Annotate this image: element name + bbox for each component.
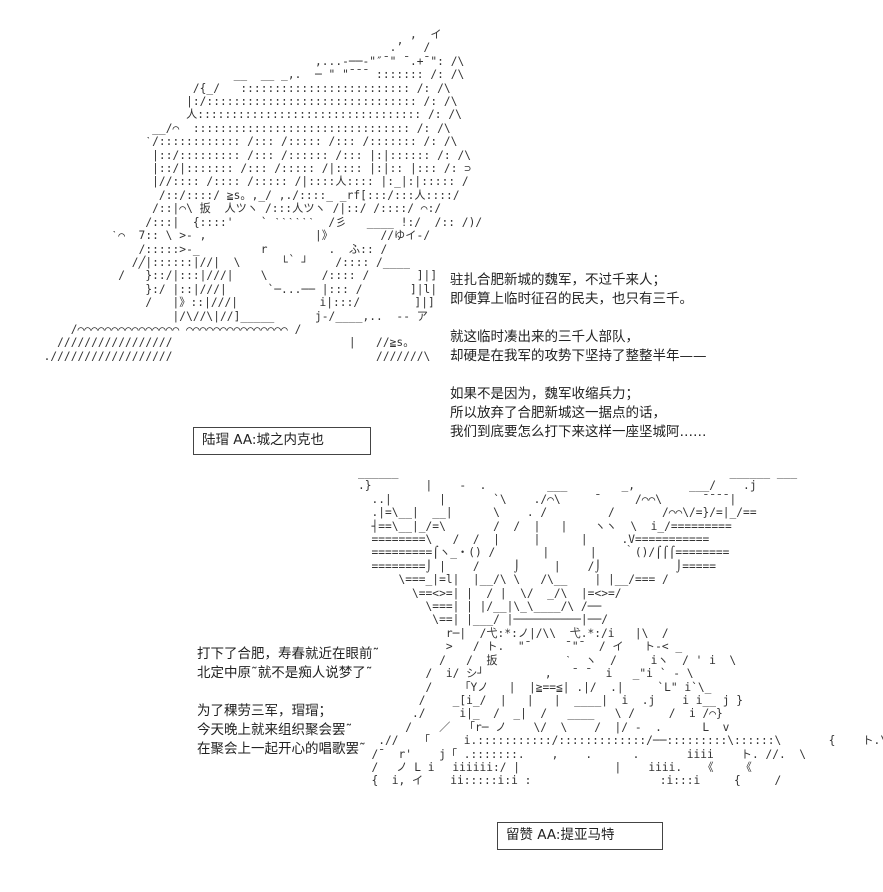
- narration-line: 为了稞劳三军，瑁瑁；: [197, 703, 332, 719]
- caption-liu-zan-credit: 留赞 AA:提亚马特: [497, 822, 663, 850]
- narration-line: 北定中原˜就不是痴人说梦了˜: [197, 665, 373, 681]
- narration-line: 今天晚上就来组织聚会罢˜: [197, 722, 353, 738]
- narration-line: 就这临时凑出来的三千人部队，: [450, 329, 639, 345]
- narration-line: 驻扎合肥新城的魏军，不过千来人；: [450, 272, 666, 288]
- narration-line: 在聚会上一起开心的唱歌罢˜: [197, 741, 366, 757]
- caption-lu-xun-credit: 陆瑁 AA:城之内克也: [193, 427, 371, 455]
- narration-line: 打下了合肥，寿春就近在眼前˜: [197, 646, 380, 662]
- narration-line: 如果不是因为，魏军收缩兵力；: [450, 386, 639, 402]
- narration-line: 所以放弃了合肥新城这一据点的话，: [450, 405, 666, 421]
- narration-lu-xun: 驻扎合肥新城的魏军，不过千来人； 即便算上临时征召的民夫，也只有三千。 就这临时…: [450, 271, 707, 442]
- narration-liu-zan: 打下了合肥，寿春就近在眼前˜ 北定中原˜就不是痴人说梦了˜ 为了稞劳三军，瑁瑁；…: [197, 645, 379, 759]
- narration-line: 即便算上临时征召的民夫，也只有三千。: [450, 291, 693, 307]
- narration-spacer: [197, 683, 379, 702]
- ascii-art-liu-zan-figure: ______ ______ ___ .} | - . ___ _, ___/ .…: [358, 466, 883, 788]
- narration-line: 我们到底要怎么打下来这样一座坚城阿……: [450, 424, 707, 440]
- ascii-art-lu-xun-figure: , イ .’ / ,...-──‐"″ˉ" ˉ.+ˉ": /\ __ __ _,…: [43, 28, 483, 363]
- narration-line: 却硬是在我军的攻势下坚持了整整半年——: [450, 348, 707, 364]
- narration-spacer: [450, 366, 707, 385]
- narration-spacer: [450, 309, 707, 328]
